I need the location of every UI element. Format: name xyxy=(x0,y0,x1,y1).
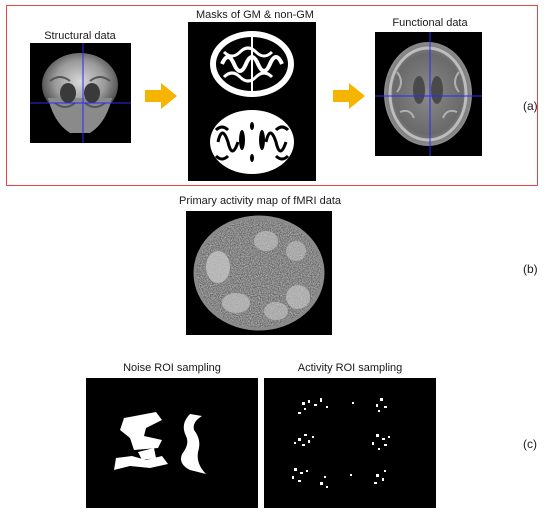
functional-data-title: Functional data xyxy=(392,17,468,29)
structural-data-title: Structural data xyxy=(44,30,116,42)
structural-mri-image xyxy=(30,43,131,143)
noise-roi-image xyxy=(86,378,258,508)
noise-roi-title: Noise ROI sampling xyxy=(123,362,221,374)
functional-mri-image xyxy=(375,32,482,156)
masks-title: Masks of GM & non-GM xyxy=(196,9,314,21)
activity-map-image xyxy=(186,211,332,335)
panel-a-label: (a) xyxy=(523,99,538,113)
arrow-icon xyxy=(145,83,177,109)
panel-b-label: (b) xyxy=(523,262,538,276)
activity-roi-title: Activity ROI sampling xyxy=(297,362,403,374)
panel-a-frame xyxy=(6,5,538,186)
gm-masks-image xyxy=(188,22,316,181)
panel-c-label: (c) xyxy=(523,437,537,451)
activity-roi-image xyxy=(264,378,436,508)
activity-map-title: Primary activity map of fMRI data xyxy=(179,195,341,207)
arrow-icon xyxy=(333,83,365,109)
